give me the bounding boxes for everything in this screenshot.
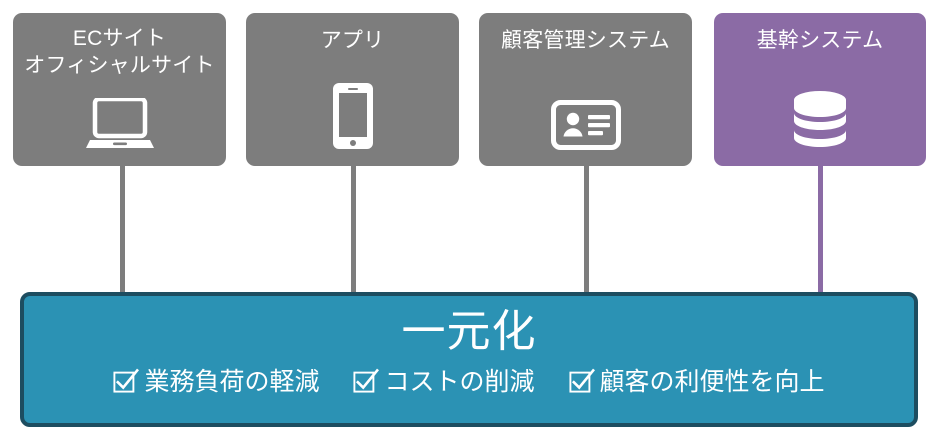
source-box-app[interactable]: アプリ — [246, 13, 459, 166]
smartphone-icon — [246, 78, 459, 150]
benefit-label: コストの削減 — [384, 368, 535, 396]
laptop-icon — [13, 78, 226, 150]
benefit-label: 業務負荷の軽減 — [144, 368, 320, 396]
database-icon — [714, 78, 926, 150]
source-box-ec-site[interactable]: ECサイト オフィシャルサイト — [13, 13, 226, 166]
connector-ec-site — [120, 164, 125, 298]
benefit-item-cost: コストの削減 — [353, 366, 535, 398]
connector-app — [351, 164, 356, 298]
benefit-label: 顧客の利便性を向上 — [599, 368, 825, 396]
connector-core-system — [818, 164, 823, 298]
source-box-crm[interactable]: 顧客管理システム — [479, 13, 692, 166]
unified-box[interactable]: 一元化 業務負荷の軽減 コストの削減 — [20, 292, 918, 427]
source-box-label: アプリ — [320, 29, 385, 52]
checkbox-checked-icon — [353, 368, 380, 394]
unified-title: 一元化 — [401, 307, 537, 356]
source-box-label: ECサイト オフィシャルサイト — [24, 27, 215, 77]
benefit-list: 業務負荷の軽減 コストの削減 顧客の利便性を — [24, 366, 914, 398]
benefit-item-workload: 業務負荷の軽減 — [113, 366, 319, 398]
benefit-item-convenience: 顧客の利便性を向上 — [568, 366, 825, 398]
source-box-core-system[interactable]: 基幹システム — [714, 13, 926, 166]
source-box-label: 基幹システム — [756, 29, 884, 52]
checkbox-checked-icon — [113, 368, 140, 394]
source-box-label: 顧客管理システム — [501, 29, 670, 52]
connector-crm — [584, 164, 589, 298]
checkbox-checked-icon — [568, 368, 595, 394]
id-card-icon — [479, 78, 692, 150]
